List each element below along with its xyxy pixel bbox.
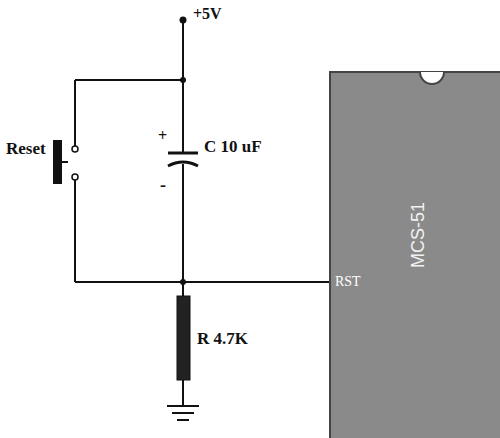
component-label: +5V <box>193 6 222 22</box>
wire <box>182 164 184 296</box>
supply-terminal <box>180 17 187 24</box>
component-label: C 10 uF <box>204 138 262 155</box>
junction-dot <box>180 77 186 83</box>
pin-name: RST <box>335 275 361 289</box>
junction-dot <box>180 279 186 285</box>
wire <box>74 80 76 146</box>
wire <box>182 380 184 406</box>
component-label: + <box>158 128 167 144</box>
capacitor-symbol <box>168 153 198 166</box>
wire <box>75 281 330 283</box>
chip-name: MCS-51 <box>409 202 427 268</box>
chip-body <box>330 72 500 438</box>
switch-label: Reset <box>6 140 46 157</box>
resistor-symbol <box>177 296 190 380</box>
pushbutton-symbol <box>53 140 78 184</box>
component-label: R 4.7K <box>197 330 248 347</box>
wire <box>182 80 184 152</box>
wire <box>74 180 76 282</box>
ground-symbol <box>167 406 199 420</box>
wire <box>75 79 183 81</box>
microcontroller-chip: RST MCS-51 <box>330 72 500 438</box>
component-label: - <box>160 176 166 194</box>
wire <box>182 20 184 80</box>
